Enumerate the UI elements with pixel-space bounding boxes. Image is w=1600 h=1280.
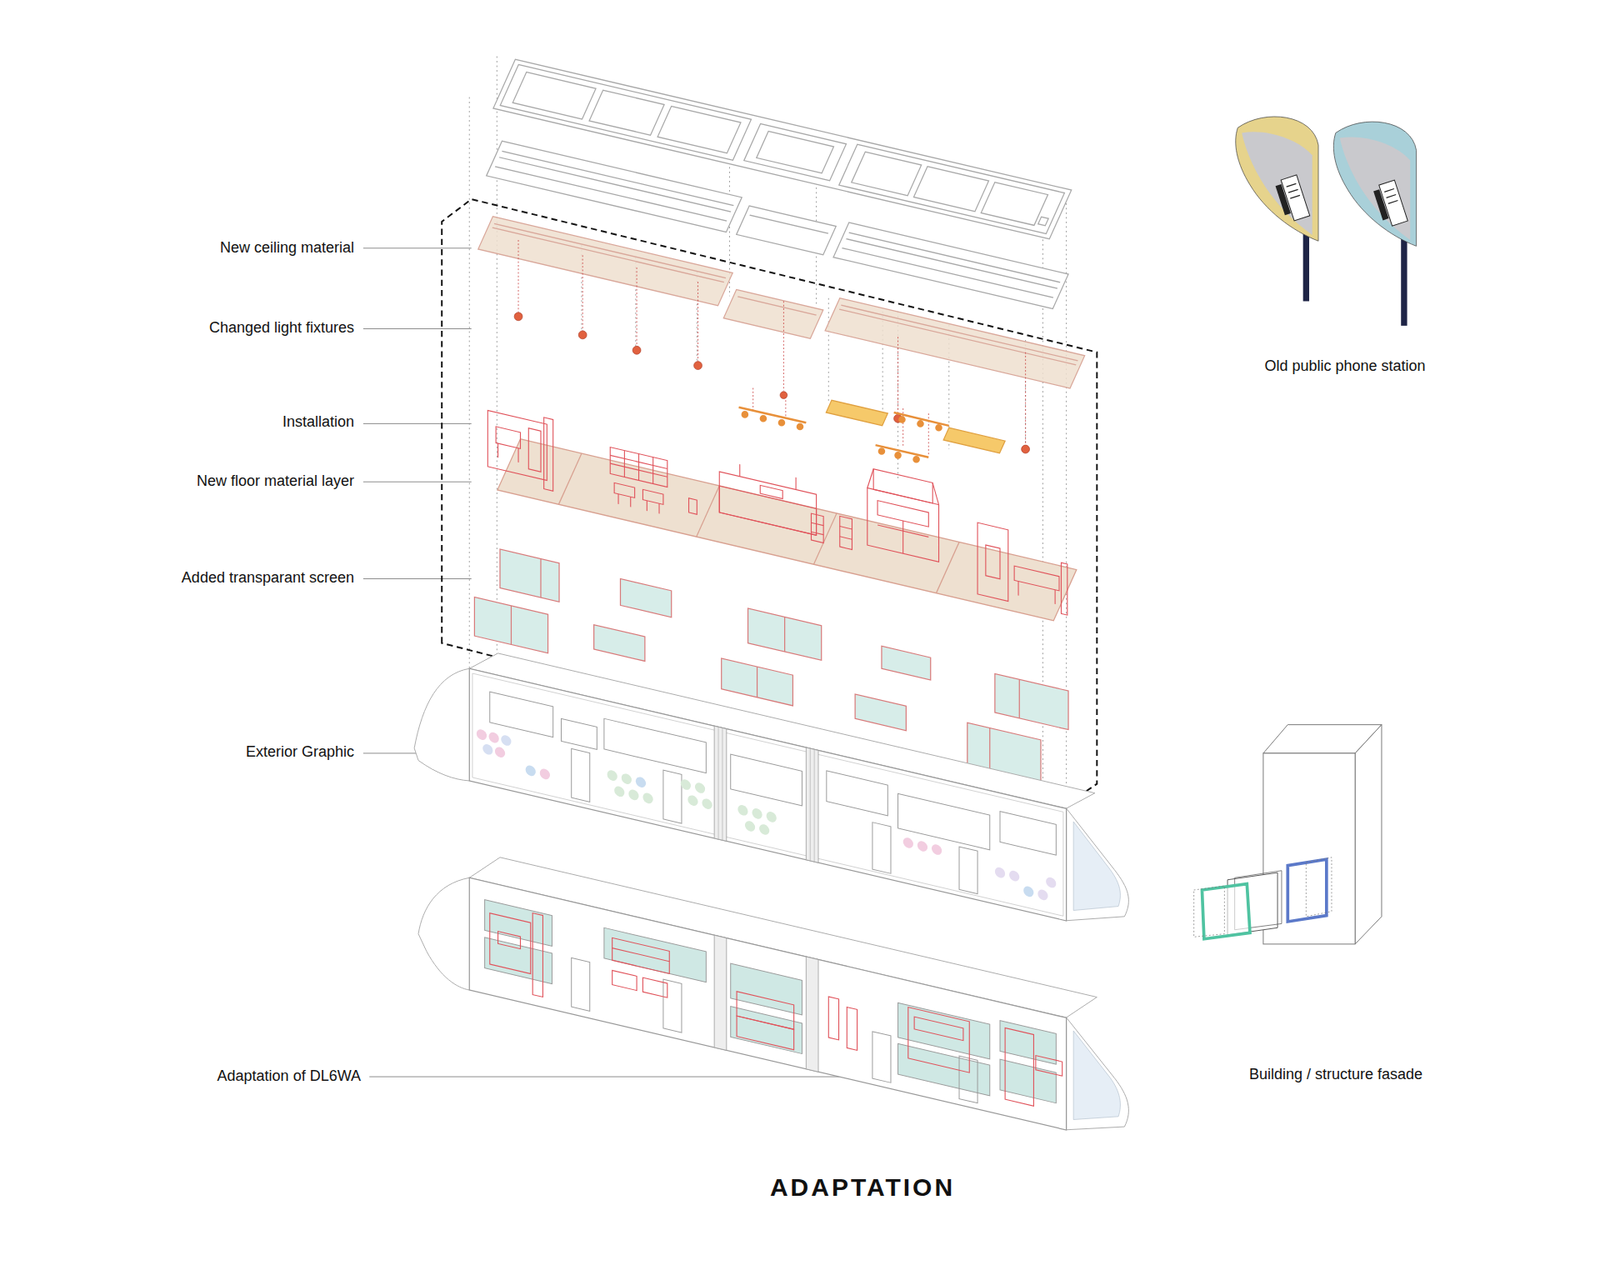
adaptation-bracket	[441, 199, 1097, 804]
callout-label-holder: Building / structure fasade	[1249, 1065, 1423, 1085]
light-fixtures	[514, 240, 1030, 462]
callout-label: Building / structure fasade	[1249, 1065, 1423, 1085]
phone-station-blue	[1333, 121, 1416, 326]
installation	[487, 404, 1068, 615]
callout-label-holder: Adaptation of DL6WA	[217, 1067, 361, 1086]
callout-label: Old public phone station	[1264, 357, 1425, 376]
callout-label-holder: Added transparant screen	[181, 569, 355, 588]
roof-top	[493, 59, 1072, 240]
callout-label: New floor material layer	[196, 472, 355, 491]
callout-label: Adaptation of DL6WA	[217, 1067, 361, 1086]
callout-label-holder: Installation	[282, 413, 355, 432]
callout-label-holder: Exterior Graphic	[245, 743, 355, 762]
callout-label: New ceiling material	[220, 239, 355, 258]
callout-label-holder: Changed light fixtures	[209, 319, 355, 338]
diagram-title: ADAPTATION	[770, 1172, 955, 1203]
callout-label-holder: New floor material layer	[196, 472, 355, 491]
diagram-title-holder: ADAPTATION	[770, 1172, 955, 1203]
building-facade	[1194, 725, 1382, 945]
callout-label: Added transparant screen	[181, 569, 355, 588]
phone-station-yellow	[1235, 116, 1319, 301]
ceiling-layer	[473, 216, 1085, 399]
callout-label: Changed light fixtures	[209, 319, 355, 338]
callout-label: Exterior Graphic	[245, 743, 355, 762]
callout-label: Installation	[282, 413, 355, 432]
floor-layer	[497, 439, 1077, 621]
adapted-tram	[418, 857, 1129, 1130]
callout-label-holder: New ceiling material	[220, 239, 355, 258]
callout-label-holder: Old public phone station	[1264, 357, 1425, 376]
